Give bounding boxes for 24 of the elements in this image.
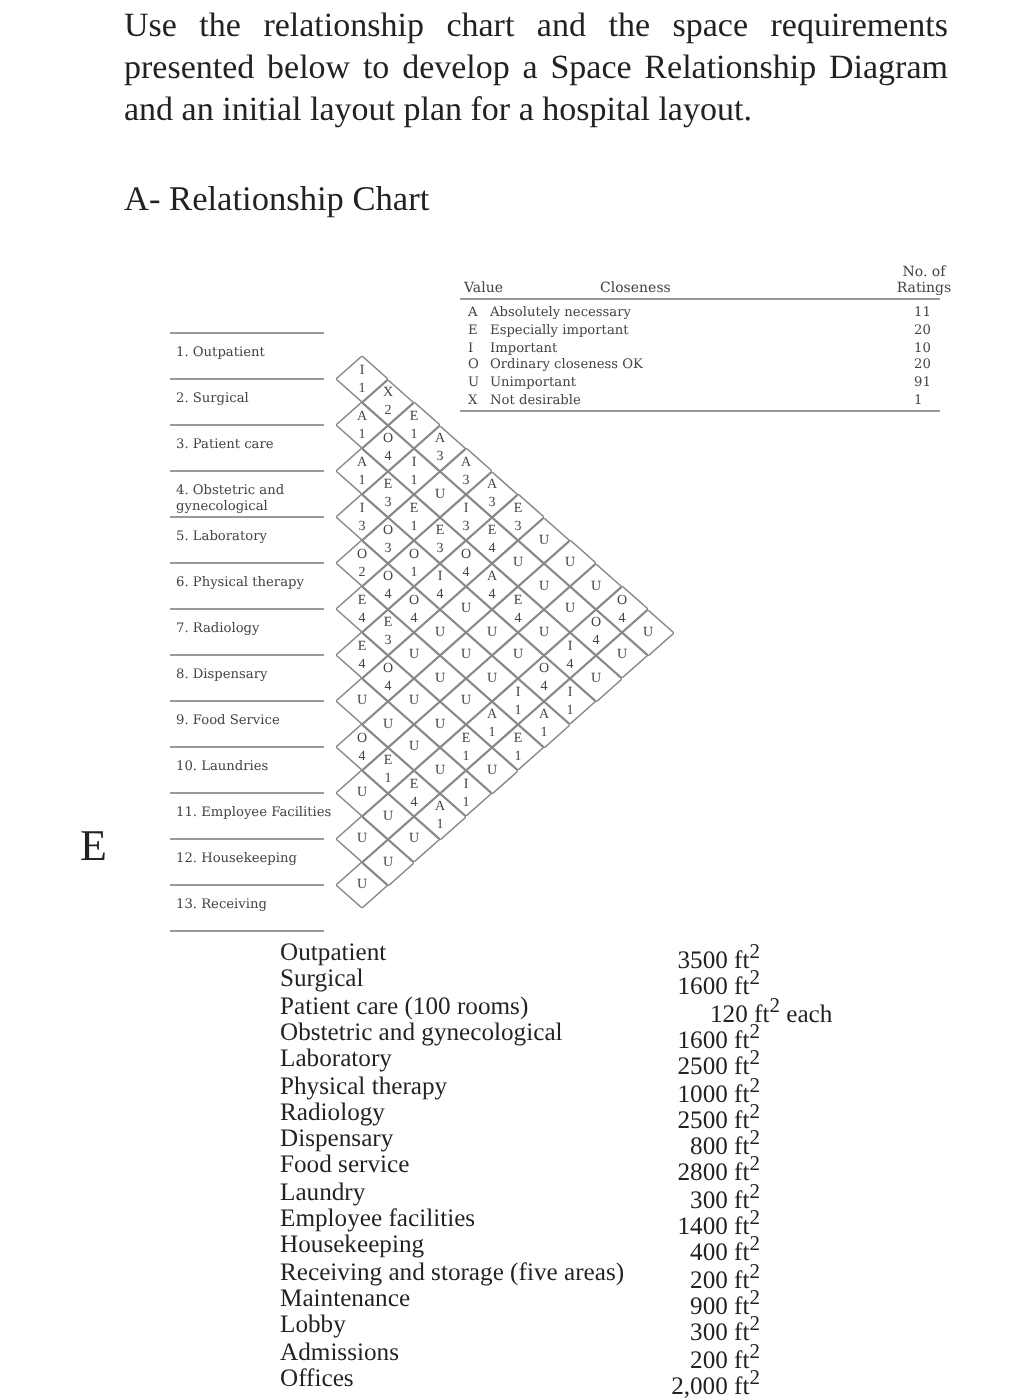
space-name: Maintenance	[280, 1285, 411, 1312]
space-name: Obstetric and gynecological	[280, 1019, 563, 1046]
space-name: Housekeeping	[280, 1232, 425, 1259]
instruction-paragraph: Use the relationship chart and the space requirements presented below to develop a Space Relationship Diagram and an initial layout plan for a hospital layout.	[124, 4, 948, 130]
space-area: 2500 ft$^{2}$	[677, 1046, 760, 1081]
space-name: Laundry	[280, 1179, 366, 1206]
space-name: Lobby	[280, 1312, 346, 1339]
space-name: Receiving and storage (five areas)	[280, 1259, 625, 1286]
space-area: 300 ft$^{2}$	[690, 1312, 760, 1347]
space-name: Patient care (100 rooms)	[280, 993, 529, 1020]
space-area: 400 ft$^{2}$	[690, 1232, 760, 1267]
space-name: Dispensary	[280, 1126, 394, 1153]
space-name: Employee facilities	[280, 1206, 476, 1232]
space-name: Surgical	[280, 966, 364, 993]
space-area: 1600 ft$^{2}$	[677, 966, 760, 1001]
section-heading: A- Relationship Chart	[124, 180, 430, 220]
space-name: Food service	[280, 1152, 410, 1179]
space-name: Offices	[280, 1365, 354, 1392]
margin-letter: E	[80, 820, 107, 872]
space-name: Physical therapy	[280, 1073, 448, 1099]
space-name: Laboratory	[280, 1046, 392, 1073]
space-name: Radiology	[280, 1099, 385, 1126]
space-name: Outpatient	[280, 940, 387, 966]
space-name: Admissions	[280, 1339, 399, 1365]
